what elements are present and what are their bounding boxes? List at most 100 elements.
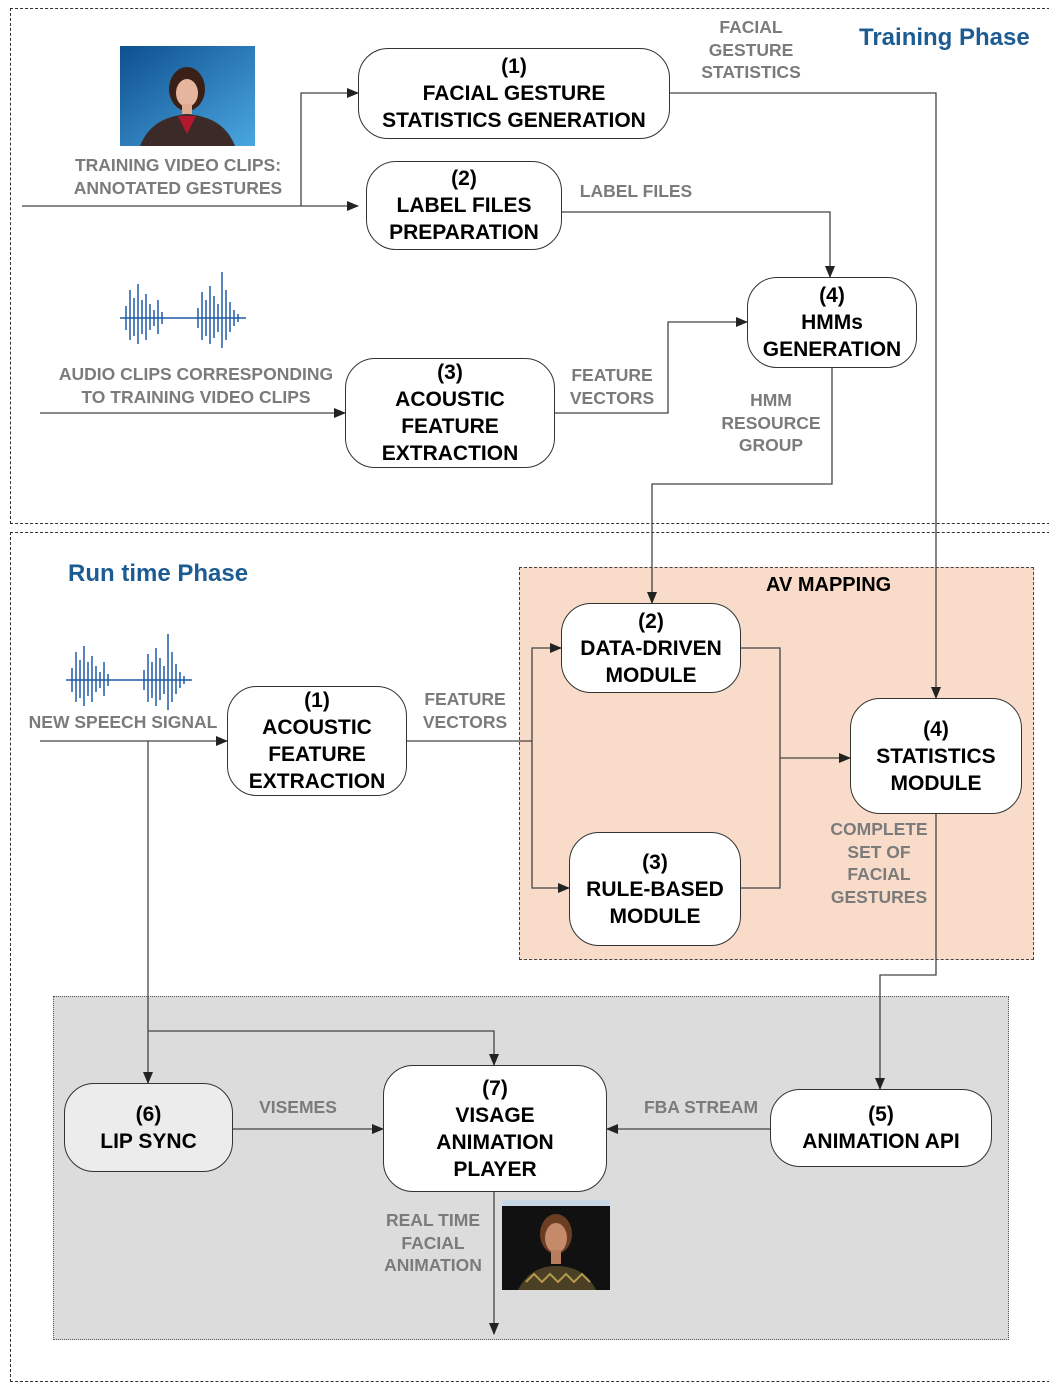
training-video-label: TRAINING VIDEO CLIPS: ANNOTATED GESTURES — [60, 154, 296, 199]
av-mapping-title: AV MAPPING — [766, 574, 892, 596]
training-phase-frame — [10, 8, 1049, 524]
label-line: FEATURE — [424, 689, 506, 709]
animation-api-box: (5) ANIMATION API — [770, 1089, 992, 1167]
box-line: DATA-DRIVEN — [580, 636, 722, 660]
label-line: FACIAL — [719, 17, 783, 37]
facial-gesture-statistics-generation-box: (1) FACIAL GESTURE STATISTICS GENERATION — [358, 48, 670, 139]
training-audio-label: AUDIO CLIPS CORRESPONDING TO TRAINING VI… — [46, 363, 346, 408]
label-files-edge-label: LABEL FILES — [571, 180, 701, 203]
complete-set-label: COMPLETE SET OF FACIAL GESTURES — [820, 818, 938, 908]
label-line: NEW SPEECH SIGNAL — [28, 712, 218, 732]
edge-labels-to-hmms — [562, 211, 835, 278]
runtime-acoustic-feature-extraction-box: (1) ACOUSTIC FEATURE EXTRACTION — [227, 686, 407, 796]
label-line: REAL TIME — [386, 1210, 480, 1230]
label-line: STATISTICS — [701, 62, 801, 82]
box-line: RULE-BASED — [586, 877, 724, 901]
visage-animation-player-box: (7) VISAGE ANIMATION PLAYER — [383, 1065, 607, 1192]
box-number: (6) — [135, 1102, 162, 1126]
box-line: EXTRACTION — [381, 442, 519, 465]
edge-to-data-driven — [531, 643, 562, 741]
label-line: COMPLETE — [830, 819, 928, 839]
facial-gesture-statistics-label: FACIAL GESTURE STATISTICS — [686, 16, 816, 84]
training-acoustic-feature-extraction-box: (3) ACOUSTIC FEATURE EXTRACTION — [345, 358, 555, 468]
data-driven-module-box: (2) DATA-DRIVEN MODULE — [561, 603, 741, 693]
label-line: LABEL FILES — [579, 181, 693, 201]
animated-avatar-thumbnail — [502, 1200, 610, 1290]
label-line: VECTORS — [569, 387, 655, 408]
box-line: PLAYER — [453, 1157, 537, 1181]
box-number: (2) — [451, 167, 477, 190]
label-line: TRAINING VIDEO CLIPS: — [74, 155, 282, 175]
box-number: (3) — [437, 361, 463, 384]
label-line: VECTORS — [422, 711, 508, 732]
visemes-label: VISEMES — [248, 1096, 348, 1119]
box-number: (3) — [642, 850, 668, 874]
lip-sync-box: (6) LIP SYNC — [64, 1083, 233, 1172]
hmms-generation-box: (4) HMMs GENERATION — [747, 277, 917, 368]
training-audio-waveform-icon — [120, 272, 246, 348]
box-line: ANIMATION API — [802, 1130, 960, 1153]
box-line: HMMs — [801, 311, 863, 334]
label-line: GESTURES — [830, 886, 928, 907]
label-line: FACIAL — [401, 1232, 465, 1253]
box-number: (7) — [482, 1076, 508, 1100]
box-number: (5) — [868, 1103, 894, 1126]
edge-data-driven-out — [741, 647, 781, 889]
box-line: MODULE — [609, 904, 701, 928]
label-line: SET OF — [847, 841, 911, 862]
edge-hmm-to-data-driven — [647, 368, 833, 604]
box-line: MODULE — [605, 663, 697, 687]
label-line: AUDIO CLIPS CORRESPONDING — [58, 364, 334, 384]
rule-based-module-box: (3) RULE-BASED MODULE — [569, 832, 741, 946]
training-video-thumbnail — [120, 46, 255, 146]
hmm-resource-group-label: HMM RESOURCE GROUP — [712, 389, 830, 457]
box-number: (4) — [923, 717, 949, 741]
label-line: ANIMATION — [384, 1255, 482, 1275]
box-line: EXTRACTION — [248, 770, 386, 793]
real-time-facial-animation-label: REAL TIME FACIAL ANIMATION — [374, 1209, 492, 1277]
runtime-speech-waveform-icon — [66, 634, 192, 710]
statistics-module-box: (4) STATISTICS MODULE — [850, 698, 1022, 814]
label-line: GESTURE — [708, 39, 794, 60]
training-feature-vectors-label: FEATURE VECTORS — [562, 364, 662, 409]
label-line: FACIAL — [847, 864, 911, 884]
training-phase-title: Training Phase — [859, 24, 1030, 51]
box-line: LABEL FILES — [396, 194, 532, 217]
label-files-preparation-box: (2) LABEL FILES PREPARATION — [366, 161, 562, 250]
box-line: MODULE — [890, 771, 982, 795]
box-line: FEATURE — [268, 743, 366, 766]
new-speech-signal-label: NEW SPEECH SIGNAL — [18, 711, 228, 734]
box-line: FEATURE — [401, 415, 499, 438]
edge-stats-to-api — [875, 814, 937, 1090]
label-line: GROUP — [738, 435, 804, 455]
label-line: ANNOTATED GESTURES — [73, 177, 283, 198]
box-number: (1) — [304, 689, 330, 712]
box-line: STATISTICS GENERATION — [382, 109, 646, 132]
box-line: PREPARATION — [389, 221, 539, 244]
edge-to-stats-generation — [300, 88, 359, 206]
box-number: (1) — [501, 55, 527, 78]
edge-stats-to-module — [670, 92, 941, 699]
box-line: FACIAL GESTURE — [422, 82, 606, 105]
label-line: TO TRAINING VIDEO CLIPS — [81, 386, 311, 407]
runtime-feature-vectors-label: FEATURE VECTORS — [415, 688, 515, 733]
label-line: VISEMES — [259, 1097, 337, 1117]
fba-stream-label: FBA STREAM — [634, 1096, 768, 1119]
box-line: LIP SYNC — [100, 1129, 197, 1153]
box-line: VISAGE — [455, 1103, 535, 1127]
box-number: (2) — [638, 609, 664, 633]
box-line: STATISTICS — [876, 744, 996, 768]
runtime-phase-title: Run time Phase — [68, 560, 249, 587]
edge-to-rule-based — [531, 741, 570, 893]
box-line: ACOUSTIC — [395, 388, 505, 411]
label-line: HMM — [750, 390, 792, 410]
box-line: ANIMATION — [436, 1130, 554, 1154]
box-number: (4) — [819, 284, 845, 307]
label-line: FBA STREAM — [643, 1097, 759, 1117]
label-line: FEATURE — [571, 365, 653, 385]
edge-feature-to-hmms — [555, 317, 748, 414]
box-line: ACOUSTIC — [262, 716, 372, 739]
edge-speech-to-player — [148, 1030, 499, 1066]
label-line: RESOURCE — [721, 412, 821, 433]
